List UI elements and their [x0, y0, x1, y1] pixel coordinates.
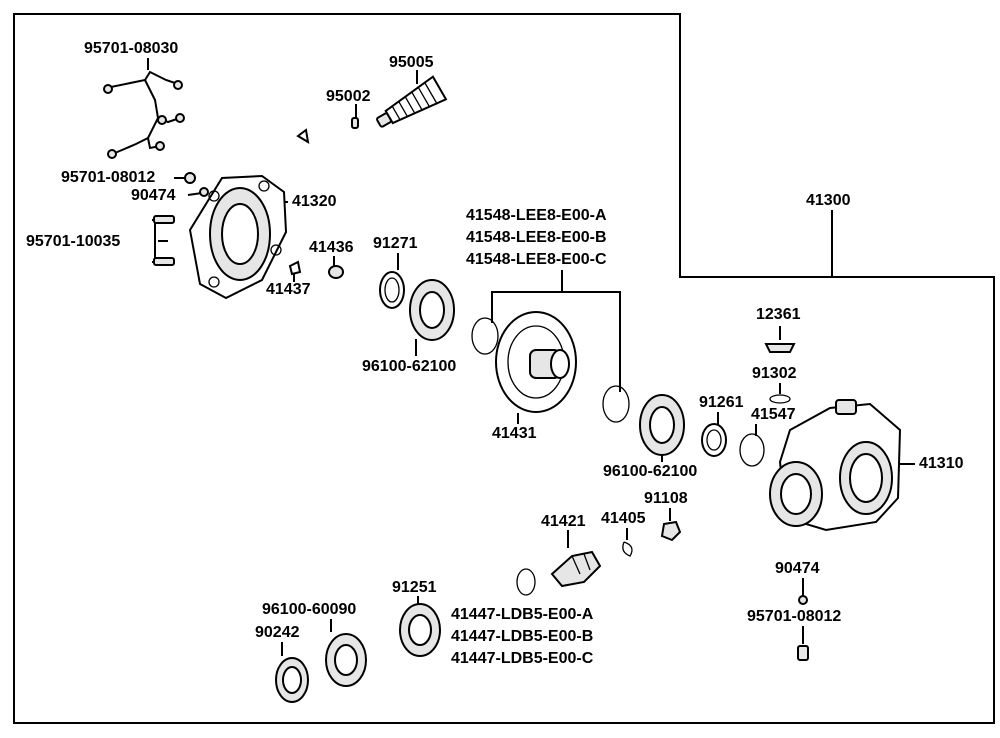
ring-91302-drawing — [769, 394, 791, 404]
label-90474-top: 90474 — [131, 187, 176, 204]
seal-91261-drawing — [701, 423, 727, 457]
seal-90242-drawing — [275, 657, 309, 703]
label-91261: 91261 — [699, 394, 744, 411]
label-41300: 41300 — [806, 192, 851, 209]
label-96100-60090: 96100-60090 — [262, 601, 357, 618]
pin-drawing — [351, 117, 359, 129]
label-96100-62100-right: 96100-62100 — [603, 463, 698, 480]
nut-91108-drawing — [660, 520, 682, 542]
disc-hub-drawing — [495, 311, 577, 413]
label-12361: 12361 — [756, 306, 801, 323]
seal-91271-drawing — [379, 271, 405, 309]
label-41310: 41310 — [919, 455, 964, 472]
bolt-drawing-a — [184, 172, 196, 184]
label-41421: 41421 — [541, 513, 586, 530]
washer-drawing-b — [798, 595, 808, 605]
clip-drawing — [296, 128, 310, 144]
wire-harness-drawing — [103, 70, 185, 159]
clip-41405-drawing — [622, 541, 633, 557]
label-95002: 95002 — [326, 88, 371, 105]
oring-right-drawing — [602, 385, 630, 423]
stud-bolts-drawing — [153, 215, 175, 266]
oring-41547-drawing — [739, 433, 765, 467]
label-91108: 91108 — [644, 490, 688, 507]
cover-housing-drawing — [188, 174, 288, 300]
label-91302: 91302 — [752, 365, 797, 382]
label-41447-c: 41447-LDB5-E00-C — [451, 650, 594, 667]
label-95701-10035: 95701-10035 — [26, 233, 121, 250]
label-91251: 91251 — [392, 579, 437, 596]
label-96100-62100-left: 96100-62100 — [362, 358, 457, 375]
bearing-right-drawing — [639, 394, 685, 456]
bolt-drawing-b — [797, 645, 809, 661]
label-41431: 41431 — [492, 425, 537, 442]
label-41547: 41547 — [751, 406, 796, 423]
plug-41436-drawing — [328, 265, 344, 279]
label-41437: 41437 — [266, 281, 311, 298]
rubber-boot-drawing — [376, 75, 448, 128]
label-95701-08012-bottom: 95701-08012 — [747, 608, 842, 625]
label-95701-08012-top: 95701-08012 — [61, 169, 156, 186]
label-41548-c: 41548-LEE8-E00-C — [466, 251, 607, 268]
label-91271: 91271 — [373, 235, 418, 252]
label-90242: 90242 — [255, 624, 300, 641]
label-41320: 41320 — [292, 193, 337, 210]
label-41436: 41436 — [309, 239, 354, 256]
bearing-91251-drawing — [399, 603, 441, 657]
shim-41447-drawing — [516, 568, 536, 596]
pinion-gear-drawing — [550, 550, 602, 588]
label-41548-a: 41548-LEE8-E00-A — [466, 207, 607, 224]
label-90474-bottom: 90474 — [775, 560, 820, 577]
label-41548-b: 41548-LEE8-E00-B — [466, 229, 607, 246]
label-95701-08030: 95701-08030 — [84, 40, 179, 57]
main-housing-drawing — [769, 399, 902, 532]
label-95005: 95005 — [389, 54, 434, 71]
vent-cap-drawing — [764, 343, 796, 353]
bearing-96100-60090-drawing — [325, 633, 367, 687]
clip-41437-drawing — [288, 260, 302, 276]
label-41447-b: 41447-LDB5-E00-B — [451, 628, 594, 645]
label-41405: 41405 — [601, 510, 646, 527]
washer-drawing-a — [199, 187, 209, 197]
label-41447-a: 41447-LDB5-E00-A — [451, 606, 594, 623]
bearing-left-drawing — [409, 279, 455, 341]
oring-left-drawing — [471, 317, 499, 355]
